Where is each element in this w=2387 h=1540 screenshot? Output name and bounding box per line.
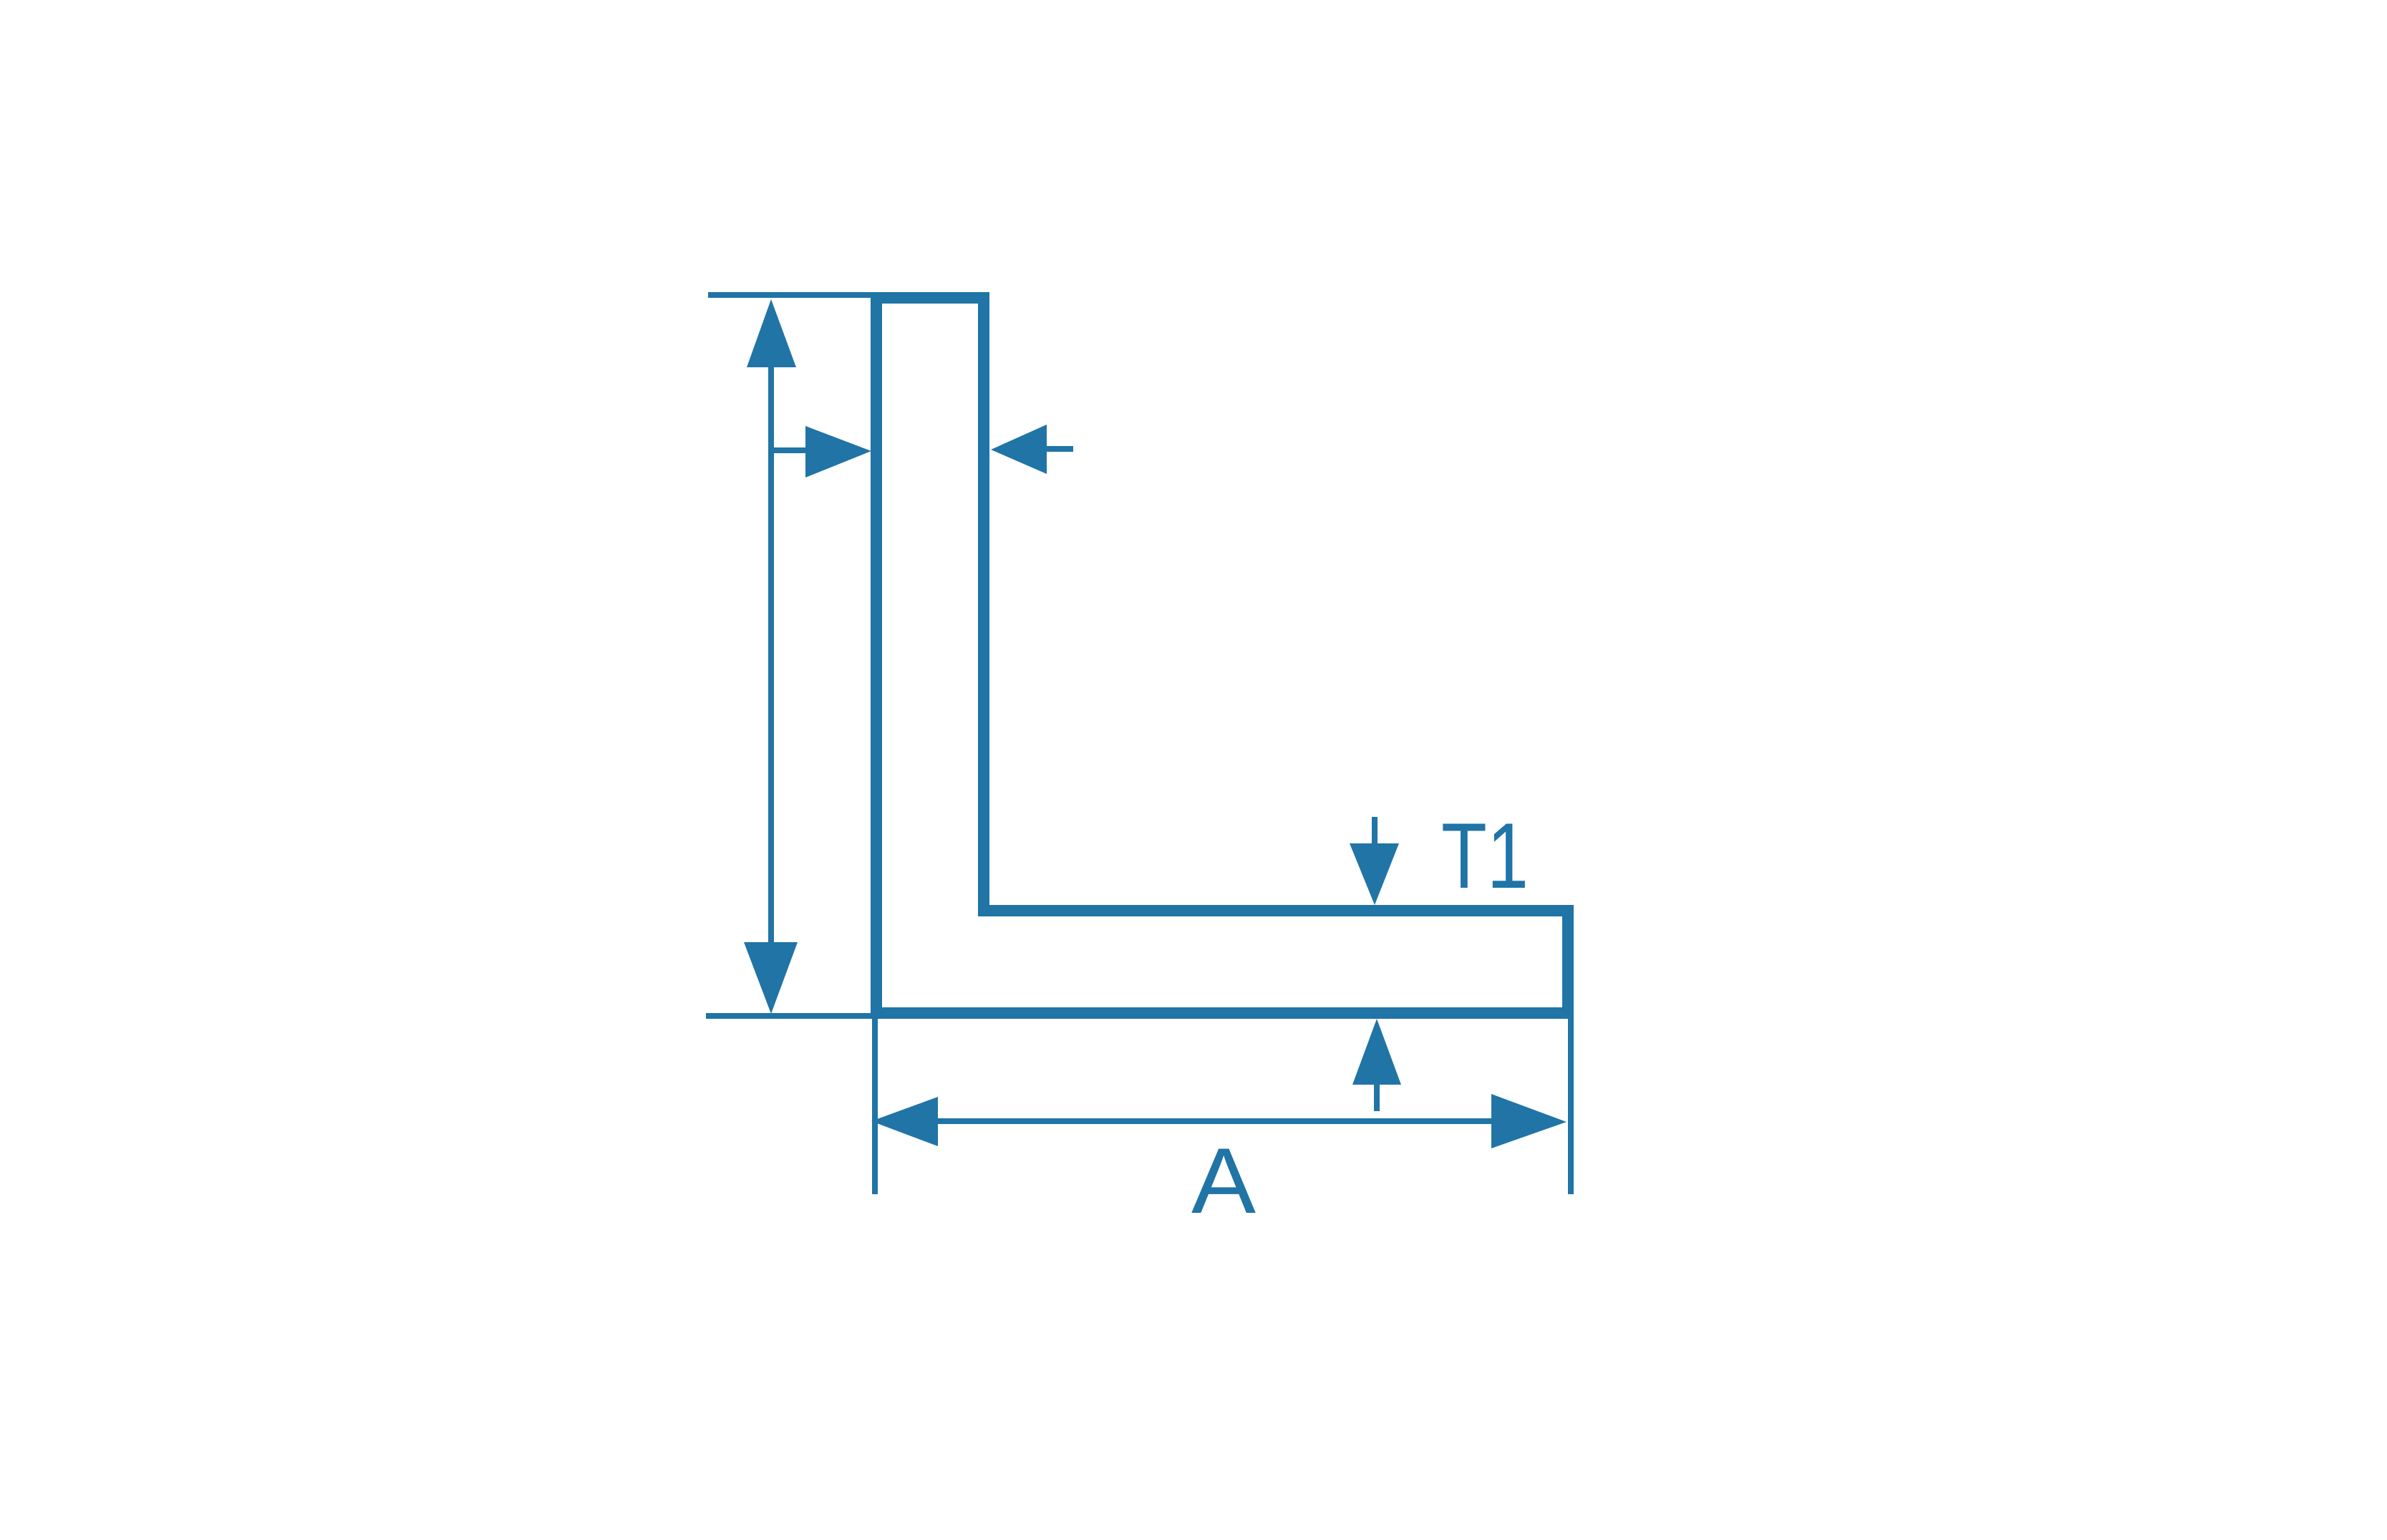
height-dimension <box>706 292 876 1019</box>
arrow-left-icon <box>991 425 1047 474</box>
arrow-up-icon <box>1352 1019 1401 1085</box>
arrow-up-icon <box>747 299 796 367</box>
arrow-right-icon <box>1491 1094 1567 1148</box>
arrow-down-icon <box>1350 843 1399 905</box>
vertical-leg-thickness-dimension <box>771 425 1073 478</box>
t1-label: T1 <box>1441 803 1529 908</box>
arrow-down-icon <box>744 942 798 1014</box>
a-label: A <box>1191 1128 1256 1233</box>
arrow-right-icon <box>805 426 871 478</box>
arrow-left-icon <box>871 1097 938 1146</box>
t1-dimension: T1 <box>1350 803 1529 1111</box>
width-dimension: A <box>871 1017 1574 1233</box>
